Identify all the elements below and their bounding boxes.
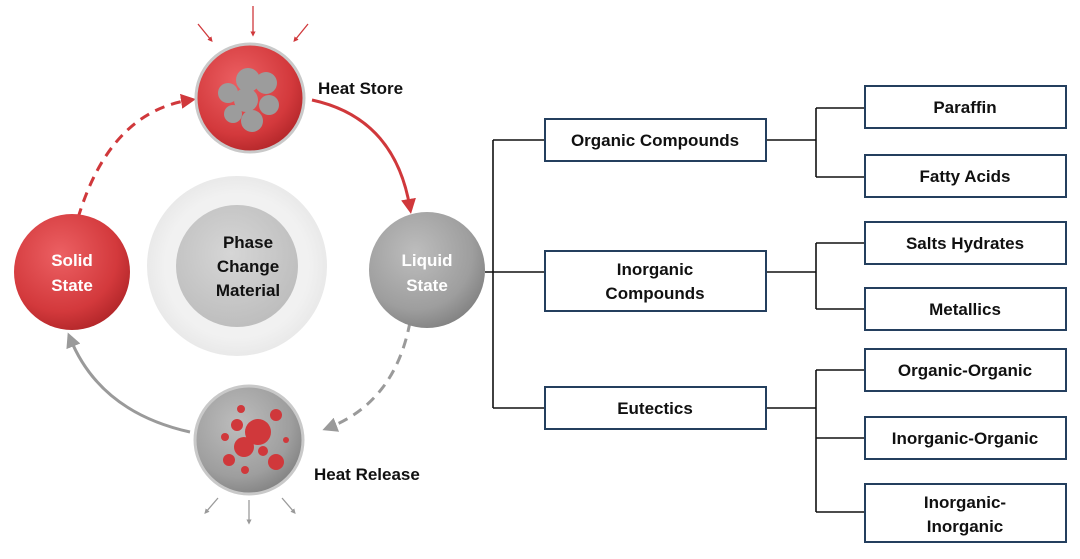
- heat-release-node: [193, 384, 305, 496]
- salts-hydrates-label: Salts Hydrates: [906, 234, 1024, 253]
- heat-store-label: Heat Store: [318, 79, 403, 98]
- inorganic-compounds-line2: Compounds: [605, 284, 704, 303]
- arrow-liquid-to-heatrelease: [322, 321, 412, 432]
- center-core: [176, 205, 298, 327]
- solid-state-node: [14, 214, 130, 330]
- heat-release-label: Heat Release: [314, 465, 420, 484]
- inorganic-organic-label: Inorganic-Organic: [892, 429, 1038, 448]
- heat-out-arrow-right: [281, 497, 296, 514]
- organic-organic-label: Organic-Organic: [898, 361, 1032, 380]
- solid-state-label-line1: Solid: [51, 251, 93, 270]
- liquid-state-node: [369, 212, 485, 328]
- box-organic-compounds: Organic Compounds: [544, 118, 767, 162]
- center-label-line1: Phase: [223, 233, 273, 252]
- organic-compounds-label: Organic Compounds: [571, 131, 739, 150]
- arrow-heatstore-to-liquid: [311, 98, 416, 214]
- box-fatty-acids: Fatty Acids: [864, 154, 1067, 198]
- box-inorganic-inorganic: Inorganic- Inorganic: [864, 483, 1067, 543]
- inorganic-inorganic-line1: Inorganic-: [924, 493, 1006, 512]
- liquid-state-label-line2: State: [406, 276, 448, 295]
- box-salts-hydrates: Salts Hydrates: [864, 221, 1067, 265]
- box-paraffin: Paraffin: [864, 85, 1067, 129]
- metallics-label: Metallics: [929, 300, 1001, 319]
- liquid-state-label-line1: Liquid: [402, 251, 453, 270]
- heat-in-arrow-right: [293, 23, 309, 43]
- tree-connectors: [485, 107, 865, 513]
- solid-state-label-line2: State: [51, 276, 93, 295]
- arrow-heatrelease-to-solid: [66, 332, 191, 434]
- arrow-solid-to-heatstore: [76, 93, 196, 219]
- box-inorganic-compounds: Inorganic Compounds: [544, 250, 767, 312]
- heat-in-arrow-left: [197, 23, 213, 43]
- inorganic-compounds-line1: Inorganic: [617, 260, 694, 279]
- inorganic-inorganic-line2: Inorganic: [927, 517, 1004, 536]
- paraffin-label: Paraffin: [933, 98, 996, 117]
- center-label-line2: Change: [217, 257, 279, 276]
- box-metallics: Metallics: [864, 287, 1067, 331]
- box-organic-organic: Organic-Organic: [864, 348, 1067, 392]
- heat-out-arrow-left: [204, 497, 219, 514]
- center-label-line3: Material: [216, 281, 280, 300]
- fatty-acids-label: Fatty Acids: [919, 167, 1010, 186]
- heat-store-node: [194, 42, 306, 154]
- eutectics-label: Eutectics: [617, 399, 693, 418]
- box-inorganic-organic: Inorganic-Organic: [864, 416, 1067, 460]
- box-eutectics: Eutectics: [544, 386, 767, 430]
